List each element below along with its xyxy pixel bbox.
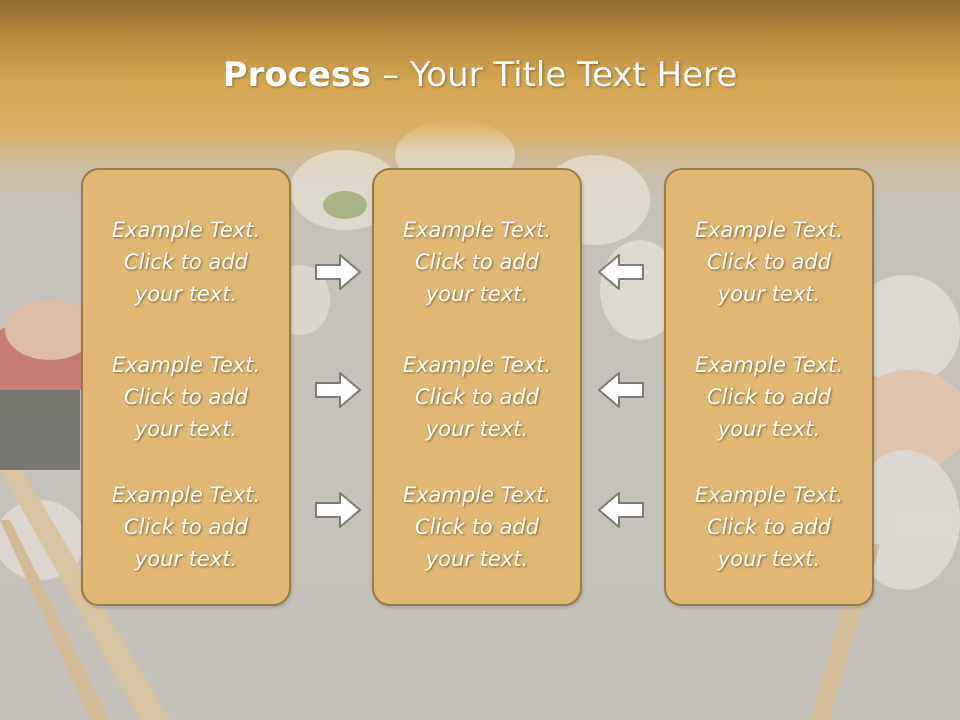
text-line: Click to add bbox=[414, 250, 539, 274]
text-line: Click to add bbox=[123, 515, 248, 539]
left-arrow-icon bbox=[598, 254, 644, 290]
text-placeholder[interactable]: Example Text. Click to add your text. bbox=[666, 214, 872, 310]
title-rest: – Your Title Text Here bbox=[371, 55, 738, 95]
right-arrow-icon bbox=[315, 492, 361, 528]
header-band bbox=[0, 0, 960, 150]
text-placeholder[interactable]: Example Text. Click to add your text. bbox=[83, 214, 289, 310]
text-line: Example Text. bbox=[694, 218, 844, 242]
text-line: Example Text. bbox=[402, 353, 552, 377]
text-line: your text. bbox=[717, 282, 821, 306]
text-line: Click to add bbox=[123, 385, 248, 409]
text-line: your text. bbox=[425, 417, 529, 441]
text-placeholder[interactable]: Example Text. Click to add your text. bbox=[83, 479, 289, 575]
text-placeholder[interactable]: Example Text. Click to add your text. bbox=[83, 349, 289, 445]
text-placeholder[interactable]: Example Text. Click to add your text. bbox=[666, 479, 872, 575]
text-line: your text. bbox=[425, 282, 529, 306]
text-line: your text. bbox=[717, 417, 821, 441]
process-box-middle[interactable]: Example Text. Click to add your text. Ex… bbox=[372, 168, 582, 606]
text-line: Example Text. bbox=[694, 353, 844, 377]
left-arrow-icon bbox=[598, 492, 644, 528]
text-line: Click to add bbox=[123, 250, 248, 274]
left-arrow-icon bbox=[598, 372, 644, 408]
text-line: Example Text. bbox=[402, 483, 552, 507]
text-line: your text. bbox=[134, 417, 238, 441]
text-line: Click to add bbox=[706, 385, 831, 409]
process-box-left[interactable]: Example Text. Click to add your text. Ex… bbox=[81, 168, 291, 606]
text-line: Example Text. bbox=[111, 218, 261, 242]
text-line: Click to add bbox=[414, 385, 539, 409]
text-line: Example Text. bbox=[402, 218, 552, 242]
process-box-right[interactable]: Example Text. Click to add your text. Ex… bbox=[664, 168, 874, 606]
text-line: Example Text. bbox=[694, 483, 844, 507]
slide-title: Process – Your Title Text Here bbox=[0, 52, 960, 98]
text-placeholder[interactable]: Example Text. Click to add your text. bbox=[666, 349, 872, 445]
text-placeholder[interactable]: Example Text. Click to add your text. bbox=[374, 349, 580, 445]
right-arrow-icon bbox=[315, 372, 361, 408]
text-line: Click to add bbox=[706, 515, 831, 539]
text-placeholder[interactable]: Example Text. Click to add your text. bbox=[374, 479, 580, 575]
text-line: Click to add bbox=[706, 250, 831, 274]
text-line: Click to add bbox=[414, 515, 539, 539]
text-line: your text. bbox=[425, 547, 529, 571]
right-arrow-icon bbox=[315, 254, 361, 290]
text-line: Example Text. bbox=[111, 483, 261, 507]
text-line: your text. bbox=[134, 282, 238, 306]
text-placeholder[interactable]: Example Text. Click to add your text. bbox=[374, 214, 580, 310]
title-bold: Process bbox=[222, 55, 372, 95]
text-line: your text. bbox=[717, 547, 821, 571]
text-line: Example Text. bbox=[111, 353, 261, 377]
text-line: your text. bbox=[134, 547, 238, 571]
